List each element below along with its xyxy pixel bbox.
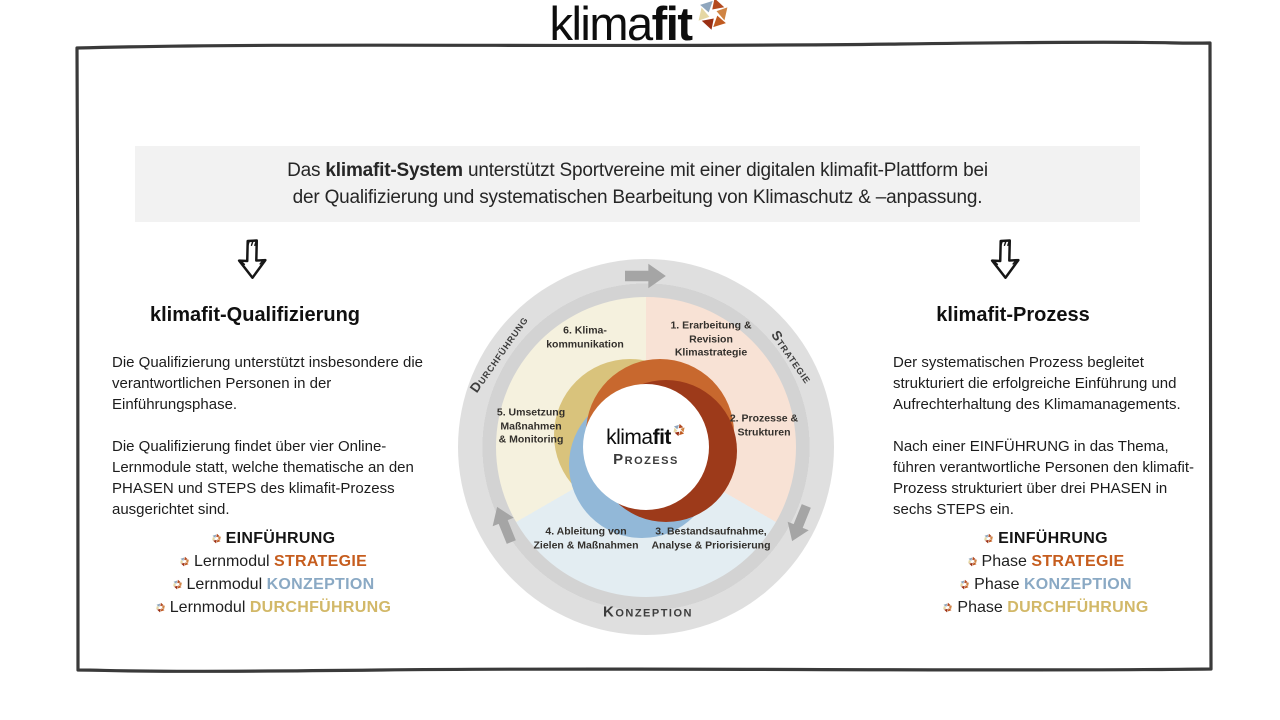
qualifizierung-heading: klimafit-Qualifizierung [149,304,361,326]
step-3: 3. Bestandsaufnahme, Analyse & Priorisie… [651,525,771,551]
pinwheel-bullet-icon [211,533,222,544]
pinwheel-bullet-icon [179,556,190,567]
center-subtitle: Prozess [613,450,679,468]
pinwheel-bullet-icon [942,602,953,613]
down-arrow-icon [231,236,273,288]
step-1: 1. Erarbeitung & Revision Klimastrategie [670,319,752,359]
prozess-paragraph-1: Der systematischen Prozess begleitet str… [893,354,1181,413]
step-2: 2. Prozesse & Strukturen [729,412,799,438]
list-item: Phase DURCHFÜHRUNG [893,596,1198,619]
pinwheel-bullet-icon [967,556,978,567]
intro-banner: Das klimafit-System unterstützt Sportver… [135,146,1140,222]
list-item: Lernmodul STRATEGIE [118,550,428,573]
down-arrow-icon [984,236,1026,288]
step-5: 5. Umsetzung Maßnahmen & Monitoring [496,406,566,446]
pinwheel-icon [695,0,731,32]
banner-line-2: der Qualifizierung und systematischen Be… [292,187,983,208]
flow-arrow-icon [623,262,669,290]
pinwheel-bullet-icon [172,579,183,590]
prozess-text: Der systematischen Prozess begleitet str… [893,352,1205,541]
list-item: Lernmodul DURCHFÜHRUNG [118,596,428,619]
qualifizierung-paragraph-1: Die Qualifizierung unterstützt insbesond… [112,354,424,413]
lernmodul-list: EINFÜHRUNG Lernmodul STRATEGIE Lernmodul… [118,527,428,619]
klimafit-logo: klimafit [0,0,1280,47]
list-item: EINFÜHRUNG [893,527,1198,550]
pinwheel-bullet-icon [959,579,970,590]
pinwheel-icon [672,423,686,437]
phase-label-konzeption: Konzeption [602,603,694,621]
prozess-heading: klimafit-Prozess [936,304,1090,326]
step-4: 4. Ableitung von Zielen & Maßnahmen [533,525,639,551]
list-item: Phase STRATEGIE [893,550,1198,573]
prozess-paragraph-2: Nach einer EINFÜHRUNG in das Thema, führ… [893,438,1194,518]
logo-wordmark: klimafit [549,0,693,50]
step-6: 6. Klima- kommunikation [546,324,624,350]
qualifizierung-text: Die Qualifizierung unterstützt insbesond… [112,352,436,541]
list-item: Lernmodul KONZEPTION [118,573,428,596]
pinwheel-bullet-icon [155,602,166,613]
banner-line-1: Das klimafit-System unterstützt Sportver… [287,160,988,181]
phase-list: EINFÜHRUNG Phase STRATEGIE Phase KONZEPT… [893,527,1198,619]
pinwheel-bullet-icon [983,533,994,544]
list-item: Phase KONZEPTION [893,573,1198,596]
list-item: EINFÜHRUNG [118,527,428,550]
qualifizierung-paragraph-2: Die Qualifizierung findet über vier Onli… [112,438,414,518]
